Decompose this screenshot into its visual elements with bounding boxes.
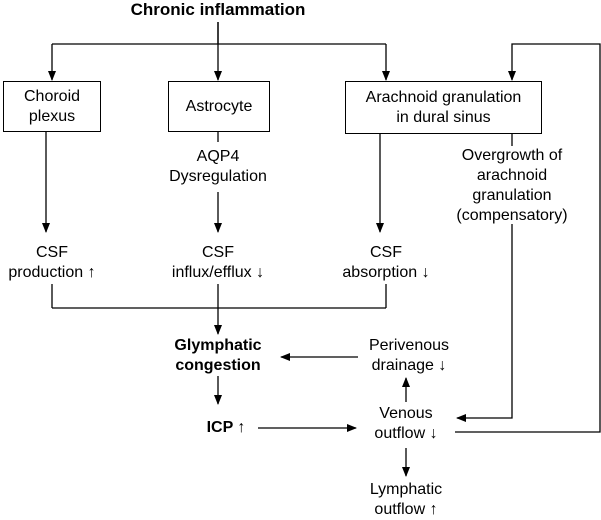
- label-glymphatic-congestion: Glymphatic congestion: [174, 337, 262, 374]
- title-chronic-inflammation: Chronic inflammation: [130, 0, 306, 19]
- box-choroid-plexus: Choroid plexus: [3, 81, 101, 132]
- label-csf-absorption: CSF absorption ↓: [342, 244, 430, 281]
- label-csf-influx-efflux: CSF influx/efflux ↓: [171, 244, 265, 281]
- arrow-overgrowth-to-venous-outflow: [456, 224, 513, 422]
- box-astrocyte: Astrocyte: [168, 81, 270, 132]
- label-perivenous-drainage: Perivenous drainage ↓: [368, 337, 450, 374]
- label-lymphatic-outflow: Lymphatic outflow ↑: [369, 481, 443, 518]
- label-icp: ICP ↑: [206, 419, 246, 436]
- label-overgrowth-arachnoid: Overgrowth of arachnoid granulation (com…: [456, 147, 568, 224]
- box-astrocyte-label: Astrocyte: [185, 97, 253, 115]
- box-arachnoid-granulation-label: Arachnoid granulation in dural sinus: [365, 88, 522, 126]
- label-venous-outflow: Venous outflow ↓: [374, 405, 438, 442]
- box-choroid-plexus-label: Choroid plexus: [23, 87, 81, 125]
- label-csf-production: CSF production ↑: [8, 244, 96, 281]
- venous-feedback-loop: [455, 43, 601, 433]
- label-aqp4-dysregulation: AQP4 Dysregulation: [169, 148, 267, 185]
- box-arachnoid-granulation: Arachnoid granulation in dural sinus: [345, 81, 542, 134]
